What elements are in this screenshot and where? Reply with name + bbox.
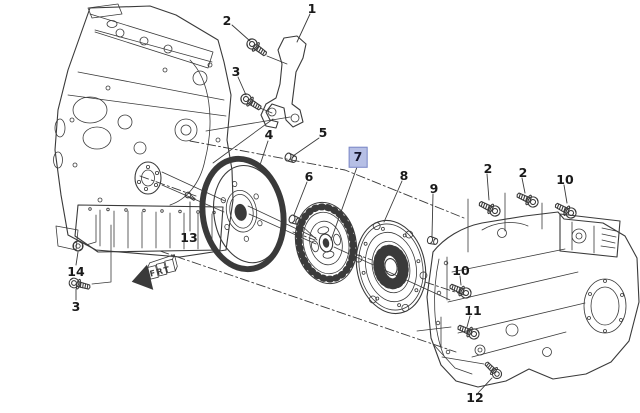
callout-12[interactable]: 12 [466,389,484,405]
callout-1[interactable]: 1 [307,0,317,16]
callout-3-engine[interactable]: 3 [71,298,81,314]
callout-2-bracket[interactable]: 2 [222,12,232,28]
callout-10-lower[interactable]: 10 [452,262,470,278]
callout-14[interactable]: 14 [67,263,85,279]
bolt-illustrations [67,36,579,382]
nut-illustration [72,240,84,252]
clutch-disc-illustration [294,201,358,285]
flywheel-illustration [199,155,287,273]
callout-2-trans-b[interactable]: 2 [518,164,528,180]
assembly-axis-lines [85,55,543,365]
callout-7-clutch-disc[interactable]: 7 [348,146,368,168]
callout-9[interactable]: 9 [429,180,439,196]
callout-2-trans-a[interactable]: 2 [483,160,493,176]
callout-leader-lines [75,13,568,394]
callout-13[interactable]: 13 [180,229,198,245]
callout-4-flywheel[interactable]: 4 [264,126,274,142]
callout-6[interactable]: 6 [304,168,314,184]
callout-8-pressure-plate[interactable]: 8 [399,167,409,183]
callout-5[interactable]: 5 [318,124,328,140]
callout-11[interactable]: 11 [464,302,482,318]
bracket-illustration [205,35,307,164]
pressure-plate-illustration [354,219,428,315]
callout-3-bracket[interactable]: 3 [231,63,241,79]
small-bolt-illustration [184,191,196,201]
engine-illustration [53,3,234,258]
callout-10-upper[interactable]: 10 [556,171,574,187]
